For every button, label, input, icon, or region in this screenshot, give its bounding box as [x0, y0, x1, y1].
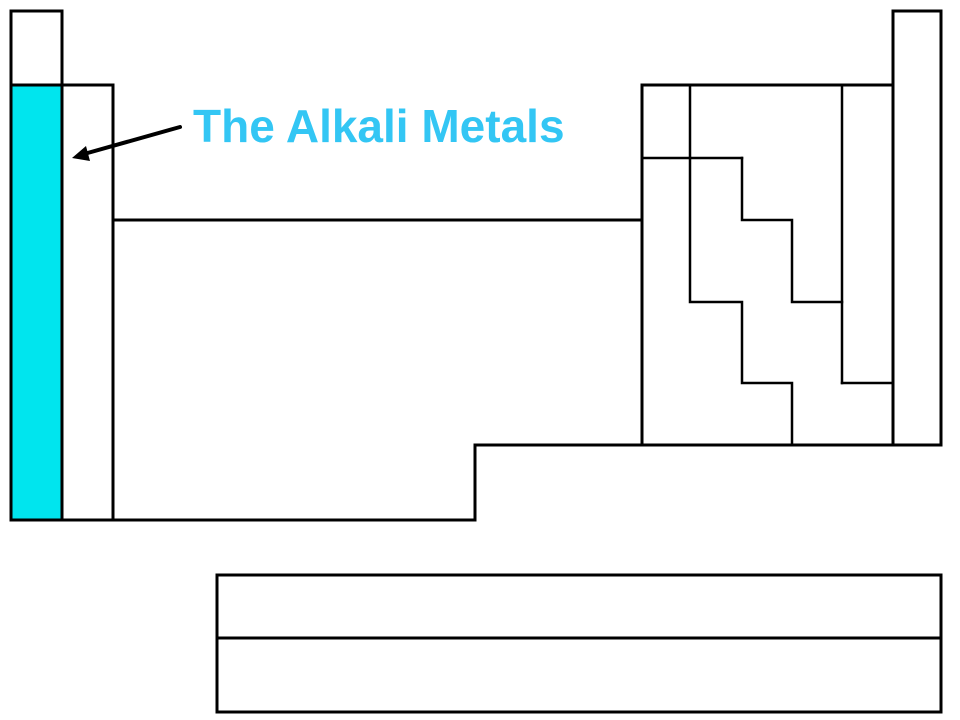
arrowhead-icon: [72, 146, 90, 161]
transition-metals-block: [111, 218, 644, 522]
alkali-metals-label: The Alkali Metals: [193, 100, 565, 152]
metalloid-staircase: [740, 156, 844, 304]
hydrogen-cell: [9, 9, 64, 87]
callout-arrow-line: [82, 125, 182, 156]
alkali-metals-column: [11, 85, 62, 520]
p-block-outline: [640, 83, 895, 447]
noble-gases-column: [891, 9, 943, 447]
metalloid-staircase: [688, 156, 794, 447]
group-2-column: [60, 83, 115, 522]
f-block-rows: [215, 573, 943, 714]
